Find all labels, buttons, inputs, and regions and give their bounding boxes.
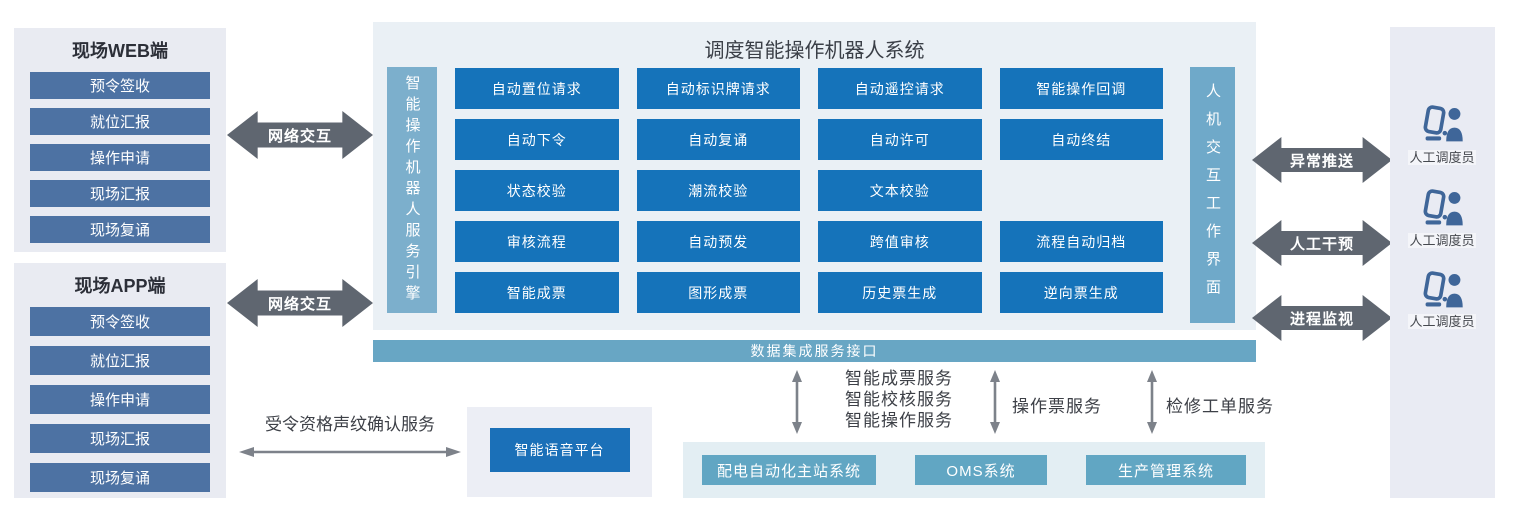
service-smart-ticket-label: 智能成票服务 bbox=[845, 369, 953, 388]
exception-push-label: 异常推送 bbox=[1289, 152, 1354, 170]
module-smart-operation-callback[interactable]: 智能操作回调 bbox=[999, 68, 1163, 109]
hmi-bar: 人机交互工作界面 bbox=[1190, 67, 1235, 323]
process-monitor-arrow: 进程监视 bbox=[1252, 295, 1392, 341]
module-auto-tag-request[interactable]: 自动标识牌请求 bbox=[636, 68, 800, 109]
network-arrow-bottom-label: 网络交互 bbox=[267, 295, 332, 313]
module-auto-permit[interactable]: 自动许可 bbox=[818, 119, 982, 160]
module-auto-repeat[interactable]: 自动复诵 bbox=[636, 119, 800, 160]
app-item-preorder-sign[interactable]: 预令签收 bbox=[30, 307, 210, 336]
vertical-arrow-ticket-services bbox=[792, 370, 802, 434]
manual-intervention-arrow: 人工干预 bbox=[1252, 220, 1392, 266]
module-status-check[interactable]: 状态校验 bbox=[455, 170, 619, 211]
manual-intervention-label: 人工干预 bbox=[1289, 235, 1354, 253]
network-arrow-bottom: 网络交互 bbox=[227, 279, 373, 327]
robot-system-title: 调度智能操作机器人系统 bbox=[704, 40, 925, 62]
web-item-preorder-sign[interactable]: 预令签收 bbox=[30, 72, 210, 99]
module-graphic-ticket[interactable]: 图形成票 bbox=[636, 272, 800, 313]
dispatcher-label-2: 人工调度员 bbox=[1408, 233, 1476, 248]
web-item-site-repeat[interactable]: 现场复诵 bbox=[30, 216, 210, 243]
module-auto-remote-request[interactable]: 自动遥控请求 bbox=[818, 68, 982, 109]
process-monitor-label: 进程监视 bbox=[1289, 310, 1354, 328]
vertical-arrow-maintenance-order bbox=[1147, 370, 1157, 434]
module-auto-terminate[interactable]: 自动终结 bbox=[999, 119, 1163, 160]
engine-bar-label: 智能操作机器人服务引擎 bbox=[403, 74, 421, 306]
network-arrow-top: 网络交互 bbox=[227, 111, 373, 159]
module-text-check[interactable]: 文本校验 bbox=[818, 170, 982, 211]
hmi-bar-label: 人机交互工作界面 bbox=[1204, 83, 1221, 307]
web-panel-title: 现场WEB端 bbox=[72, 41, 168, 61]
service-smart-operation-label: 智能操作服务 bbox=[845, 411, 953, 430]
voice-platform-panel: 智能语音平台 bbox=[467, 407, 652, 497]
web-item-operation-apply[interactable]: 操作申请 bbox=[30, 144, 210, 171]
module-auto-archive[interactable]: 流程自动归档 bbox=[999, 221, 1163, 262]
app-item-operation-apply[interactable]: 操作申请 bbox=[30, 385, 210, 414]
service-group-labels: 智能成票服务 智能校核服务 智能操作服务 bbox=[845, 368, 953, 431]
dispatcher-column bbox=[1390, 27, 1495, 498]
module-review-flow[interactable]: 审核流程 bbox=[455, 221, 619, 262]
module-cross-shift-review[interactable]: 跨值审核 bbox=[818, 221, 982, 262]
dispatcher-label-1: 人工调度员 bbox=[1408, 150, 1476, 165]
dispatcher-icon bbox=[1423, 271, 1463, 308]
voice-platform-button[interactable]: 智能语音平台 bbox=[489, 428, 630, 472]
app-item-site-repeat[interactable]: 现场复诵 bbox=[30, 463, 210, 492]
service-operation-ticket-label: 操作票服务 bbox=[1012, 397, 1102, 416]
voiceprint-service-label: 受令资格声纹确认服务 bbox=[265, 415, 435, 434]
voiceprint-double-arrow bbox=[239, 447, 461, 457]
web-item-inplace-report[interactable]: 就位汇报 bbox=[30, 108, 210, 135]
dispatcher-icon bbox=[1423, 189, 1463, 226]
system-oms[interactable]: OMS系统 bbox=[915, 455, 1047, 485]
service-smart-check-label: 智能校核服务 bbox=[845, 390, 953, 409]
web-item-site-report[interactable]: 现场汇报 bbox=[30, 180, 210, 207]
module-history-ticket[interactable]: 历史票生成 bbox=[818, 272, 982, 313]
app-item-site-report[interactable]: 现场汇报 bbox=[30, 424, 210, 453]
module-powerflow-check[interactable]: 潮流校验 bbox=[636, 170, 800, 211]
external-systems-panel: 配电自动化主站系统 OMS系统 生产管理系统 bbox=[683, 442, 1265, 498]
service-maintenance-order-label: 检修工单服务 bbox=[1166, 397, 1274, 416]
dispatcher-icon bbox=[1423, 105, 1463, 142]
app-item-inplace-report[interactable]: 就位汇报 bbox=[30, 346, 210, 375]
dispatcher-label-3: 人工调度员 bbox=[1408, 314, 1476, 329]
module-auto-setpoint-request[interactable]: 自动置位请求 bbox=[455, 68, 619, 109]
system-production-management[interactable]: 生产管理系统 bbox=[1086, 455, 1246, 485]
module-grid: 自动置位请求 自动标识牌请求 自动遥控请求 智能操作回调 自动下令 自动复诵 自… bbox=[455, 68, 1163, 313]
integration-bar: 数据集成服务接口 bbox=[373, 340, 1256, 362]
app-panel-title: 现场APP端 bbox=[74, 276, 166, 296]
app-terminal-panel: 现场APP端 预令签收 就位汇报 操作申请 现场汇报 现场复诵 bbox=[14, 263, 226, 498]
exception-push-arrow: 异常推送 bbox=[1252, 137, 1392, 183]
engine-bar: 智能操作机器人服务引擎 bbox=[387, 67, 437, 313]
module-smart-ticket[interactable]: 智能成票 bbox=[455, 272, 619, 313]
module-reverse-ticket[interactable]: 逆向票生成 bbox=[999, 272, 1163, 313]
network-arrow-top-label: 网络交互 bbox=[267, 127, 332, 145]
vertical-arrow-operation-ticket bbox=[990, 370, 1000, 434]
module-auto-preissue[interactable]: 自动预发 bbox=[636, 221, 800, 262]
system-distribution-automation[interactable]: 配电自动化主站系统 bbox=[702, 455, 876, 485]
web-terminal-panel: 现场WEB端 预令签收 就位汇报 操作申请 现场汇报 现场复诵 bbox=[14, 28, 226, 252]
module-auto-command[interactable]: 自动下令 bbox=[455, 119, 619, 160]
